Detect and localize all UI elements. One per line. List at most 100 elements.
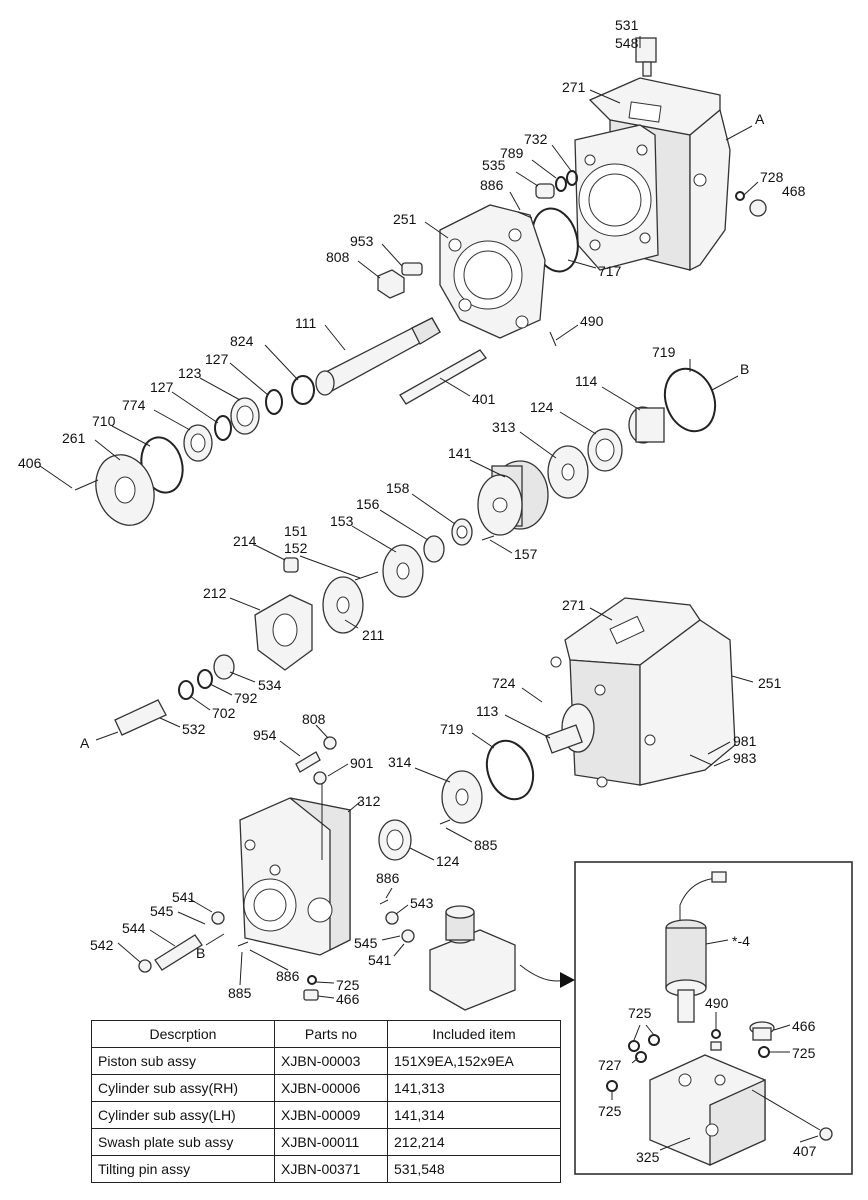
callout-271-top: 271	[562, 79, 586, 95]
cell-included-item: 212,214	[387, 1128, 561, 1156]
callout-953: 953	[350, 233, 374, 249]
callout-406: 406	[18, 455, 42, 471]
cell-included-item: 141,314	[387, 1101, 561, 1129]
callout-702: 702	[212, 705, 236, 721]
callout-solenoid-4: *-4	[732, 933, 750, 949]
callout-114: 114	[575, 373, 598, 389]
callout-212: 212	[203, 585, 227, 601]
cell-parts-no: XJBN-00006	[274, 1074, 388, 1102]
callout-312: 312	[357, 793, 381, 809]
valve-block-251-part	[439, 204, 546, 339]
callout-124-bottom: 124	[436, 853, 460, 869]
casing-271-top-part	[574, 77, 731, 272]
callout-808-top: 808	[326, 249, 350, 265]
callout-792: 792	[234, 690, 258, 706]
callout-labels: 531 548 271 A 732 789 535 728 468 886 25…	[18, 17, 817, 1165]
solenoid-valve-part	[429, 905, 516, 1011]
callout-981: 981	[733, 733, 757, 749]
cell-parts-no: XJBN-00371	[274, 1155, 388, 1183]
cell-included-item: 531,548	[387, 1155, 561, 1183]
callout-153: 153	[330, 513, 354, 529]
callout-541-right: 541	[368, 952, 392, 968]
callout-885-upper: 885	[474, 837, 498, 853]
callout-886-bottom: 886	[276, 968, 300, 984]
callout-532: 532	[182, 721, 206, 737]
header-description: Descrption	[91, 1020, 275, 1048]
table-header-row: Descrption Parts no Included item	[91, 1020, 561, 1048]
callout-725-inset-left: 725	[598, 1103, 622, 1119]
callout-535: 535	[482, 157, 506, 173]
callout-719-bottom: 719	[440, 721, 464, 737]
table-row: Cylinder sub assy(LH) XJBN-00009 141,314	[91, 1101, 561, 1129]
callout-123: 123	[178, 365, 202, 381]
callout-111: 111	[295, 315, 316, 331]
callout-127-lower: 127	[150, 379, 174, 395]
cell-parts-no: XJBN-00003	[274, 1047, 388, 1075]
cover-261-part	[95, 454, 155, 526]
callout-466-inset: 466	[792, 1018, 816, 1034]
callout-548: 548	[615, 35, 639, 51]
callout-541-left: 541	[172, 889, 196, 905]
callout-214: 214	[233, 533, 257, 549]
callout-325: 325	[636, 1149, 660, 1165]
callout-127-upper: 127	[205, 351, 229, 367]
callout-886-top: 886	[480, 177, 504, 193]
callout-468: 468	[782, 183, 806, 199]
callout-545-left: 545	[150, 903, 174, 919]
callout-490-top: 490	[580, 313, 604, 329]
callout-A-bottom: A	[80, 735, 90, 751]
callout-725-inset-top: 725	[628, 1005, 652, 1021]
callout-543: 543	[410, 895, 434, 911]
table-row: Swash plate sub assy XJBN-00011 212,214	[91, 1128, 561, 1156]
cell-parts-no: XJBN-00009	[274, 1101, 388, 1129]
header-included-item: Included item	[387, 1020, 561, 1048]
callout-124-top: 124	[530, 399, 554, 415]
callout-983: 983	[733, 750, 757, 766]
cell-description: Tilting pin assy	[91, 1155, 275, 1183]
tilting-pin-part	[635, 37, 657, 77]
cylinder-block-141-part	[477, 460, 549, 536]
pump-assembly-part	[545, 597, 736, 788]
callout-490-inset: 490	[705, 995, 729, 1011]
callout-545-right: 545	[354, 935, 378, 951]
cell-description: Piston sub assy	[91, 1047, 275, 1075]
callout-732: 732	[524, 131, 548, 147]
callout-725-main: 725	[336, 977, 360, 993]
swash-plate-212-part	[254, 594, 313, 671]
cell-description: Swash plate sub assy	[91, 1128, 275, 1156]
callout-466-main: 466	[336, 991, 360, 1007]
callout-156: 156	[356, 496, 380, 512]
callout-725-inset-right: 725	[792, 1045, 816, 1061]
callout-151: 151	[284, 523, 308, 539]
parts-table: Descrption Parts no Included item Piston…	[91, 1020, 561, 1183]
callout-251-top: 251	[393, 211, 417, 227]
callout-901: 901	[350, 755, 374, 771]
callout-774: 774	[122, 397, 146, 413]
table-row: Cylinder sub assy(RH) XJBN-00006 141,313	[91, 1074, 561, 1102]
callout-314: 314	[388, 754, 412, 770]
callout-251-bottom: 251	[758, 675, 782, 691]
table-row: Piston sub assy XJBN-00003 151X9EA,152x9…	[91, 1047, 561, 1075]
callout-113: 113	[476, 703, 499, 719]
callout-407: 407	[793, 1143, 817, 1159]
callout-B-bottom: B	[196, 945, 205, 961]
callout-531: 531	[615, 17, 639, 33]
shaft-111-part	[315, 317, 441, 396]
callout-727: 727	[598, 1057, 622, 1073]
callout-728: 728	[760, 169, 784, 185]
callout-261: 261	[62, 430, 86, 446]
callout-719-top: 719	[652, 344, 676, 360]
cell-included-item: 141,313	[387, 1074, 561, 1102]
callout-885-lower: 885	[228, 985, 252, 1001]
callout-544: 544	[122, 920, 146, 936]
callout-157: 157	[514, 546, 538, 562]
callout-313: 313	[492, 419, 516, 435]
cell-included-item: 151X9EA,152x9EA	[387, 1047, 561, 1075]
callout-A-top: A	[755, 111, 765, 127]
callout-141: 141	[448, 445, 472, 461]
callout-789: 789	[500, 145, 524, 161]
callout-724: 724	[492, 675, 516, 691]
cell-parts-no: XJBN-00011	[274, 1128, 388, 1156]
callout-824: 824	[230, 333, 254, 349]
